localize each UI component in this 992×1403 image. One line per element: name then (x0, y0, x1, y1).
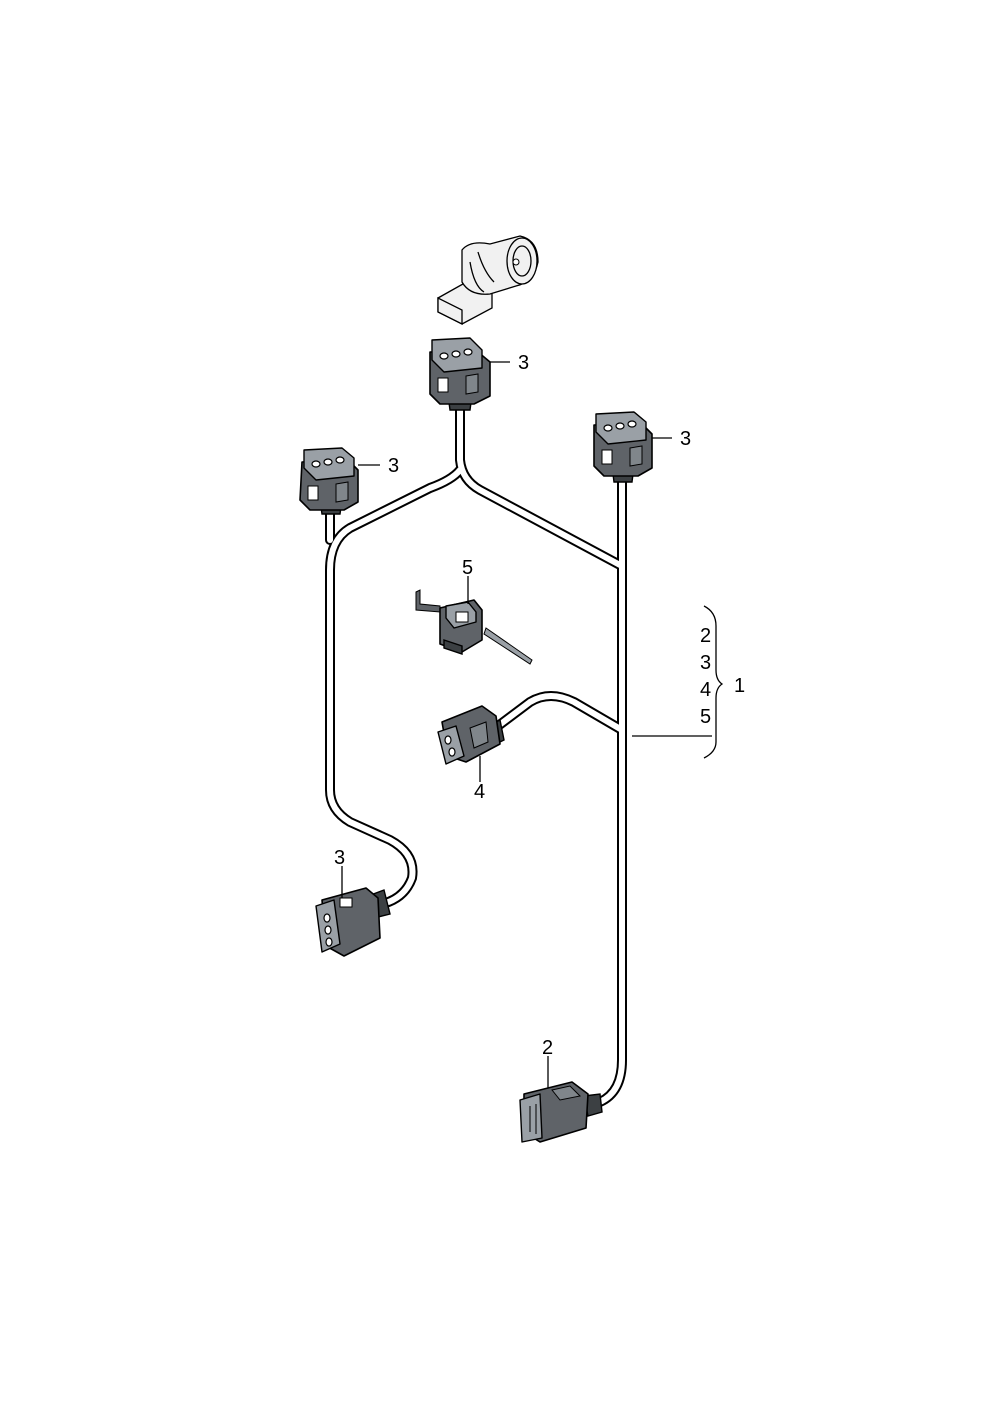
callout-top-connector: 3 (518, 352, 529, 374)
leader-lines (341, 361, 712, 1088)
callout-assembly: 1 (734, 675, 745, 697)
callout-right-connector: 3 (680, 428, 691, 450)
bracket-list-item: 5 (700, 706, 711, 728)
right-3pin-connector-icon (593, 411, 653, 483)
control-unit-plug-icon (519, 1081, 603, 1143)
assembly-bracket (703, 605, 724, 759)
top-3pin-connector-icon (429, 337, 491, 411)
bracket-list-item: 2 (700, 625, 711, 647)
single-connector-icon (437, 705, 505, 765)
callout-control-plug: 2 (542, 1037, 553, 1059)
cable-clip-icon (415, 589, 533, 665)
parking-sensor-icon (437, 235, 539, 326)
bracket-list-item: 3 (700, 652, 711, 674)
callout-lower-connector: 3 (334, 847, 345, 869)
callout-single-connector: 4 (474, 781, 485, 803)
callout-clip: 5 (462, 557, 473, 579)
callout-left-connector: 3 (388, 455, 399, 477)
lower-3pin-connector-icon (315, 887, 391, 957)
harness-wires (325, 400, 627, 1107)
bracket-list-item: 4 (700, 679, 711, 701)
left-3pin-connector-icon (299, 447, 359, 515)
